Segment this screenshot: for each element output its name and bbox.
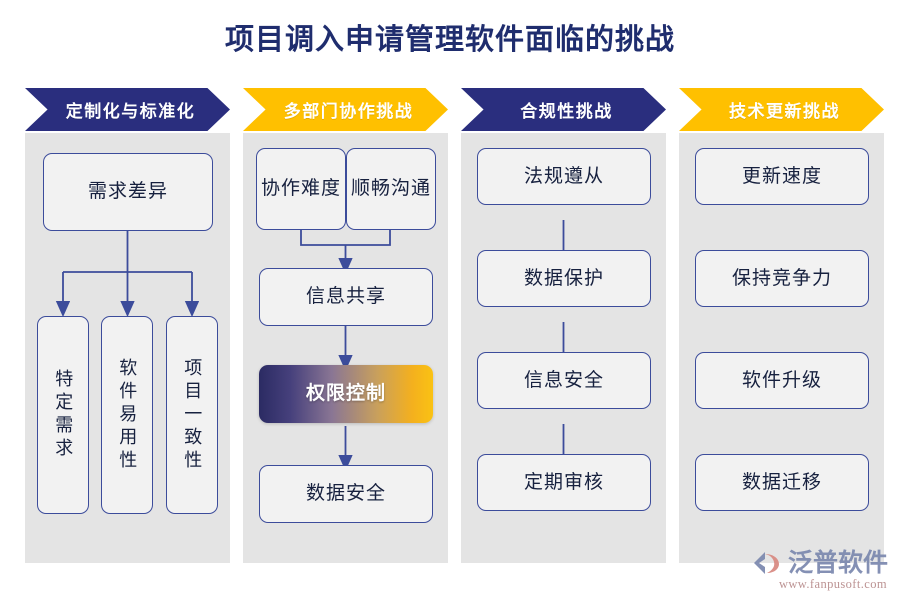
node-smooth-communication[interactable]: 顺畅沟通 bbox=[346, 148, 436, 230]
brand-logo-url: www.fanpusoft.com bbox=[778, 577, 887, 591]
column-compliance: 合规性挑战 法规遵从 数据保护 信息安全 定期审核 bbox=[461, 88, 666, 563]
column-collaboration: 多部门协作挑战 协作难度 顺畅沟通 信息共享 权限控制 数据安全 bbox=[243, 88, 448, 563]
node-specific-requirement[interactable]: 特定需求 bbox=[37, 316, 89, 514]
node-collaboration-difficulty[interactable]: 协作难度 bbox=[256, 148, 346, 230]
node-periodic-audit[interactable]: 定期审核 bbox=[477, 454, 651, 511]
node-data-security[interactable]: 数据安全 bbox=[259, 465, 433, 523]
brand-logo-top: 泛普软件 bbox=[752, 550, 888, 576]
node-requirement-difference[interactable]: 需求差异 bbox=[43, 153, 213, 231]
chevron-header-technology-update: 技术更新挑战 bbox=[679, 88, 884, 131]
column-customization: 定制化与标准化 需求差异 特定需求 软件易用性 项目一致性 bbox=[25, 88, 230, 563]
node-information-sharing[interactable]: 信息共享 bbox=[259, 268, 433, 326]
node-data-protection[interactable]: 数据保护 bbox=[477, 250, 651, 307]
chevron-header-label: 技术更新挑战 bbox=[729, 102, 840, 121]
chevron-header-collaboration: 多部门协作挑战 bbox=[243, 88, 448, 131]
chevron-header-customization: 定制化与标准化 bbox=[25, 88, 230, 131]
node-update-speed[interactable]: 更新速度 bbox=[695, 148, 869, 205]
brand-logo: 泛普软件 www.fanpusoft.com bbox=[752, 550, 888, 592]
node-software-upgrade[interactable]: 软件升级 bbox=[695, 352, 869, 409]
node-software-usability[interactable]: 软件易用性 bbox=[101, 316, 153, 514]
node-information-security[interactable]: 信息安全 bbox=[477, 352, 651, 409]
fanpu-logo-icon bbox=[753, 552, 779, 574]
page-title: 项目调入申请管理软件面临的挑战 bbox=[224, 24, 675, 56]
node-maintain-competitiveness[interactable]: 保持竞争力 bbox=[695, 250, 869, 307]
node-data-migration[interactable]: 数据迁移 bbox=[695, 454, 869, 511]
node-permission-control[interactable]: 权限控制 bbox=[259, 365, 433, 423]
node-regulatory-compliance[interactable]: 法规遵从 bbox=[477, 148, 651, 205]
column-technology-update: 技术更新挑战 更新速度 保持竞争力 软件升级 数据迁移 bbox=[679, 88, 884, 563]
chevron-header-label: 多部门协作挑战 bbox=[283, 102, 414, 121]
chevron-header-label: 合规性挑战 bbox=[520, 102, 613, 121]
chevron-header-compliance: 合规性挑战 bbox=[461, 88, 666, 131]
brand-logo-name: 泛普软件 bbox=[787, 549, 888, 577]
node-project-consistency[interactable]: 项目一致性 bbox=[166, 316, 218, 514]
chevron-header-label: 定制化与标准化 bbox=[65, 102, 196, 121]
